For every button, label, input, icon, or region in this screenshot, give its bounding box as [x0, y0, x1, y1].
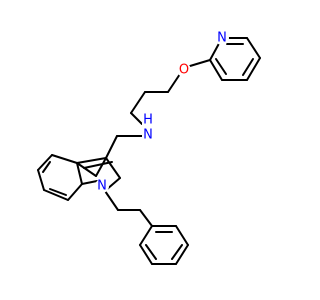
atom-label-h-amine: H [143, 113, 153, 128]
atom-label-o-ether: O [179, 63, 189, 78]
atom-label-n-amine: N [143, 128, 153, 143]
atom-indole-nitrogen: N [95, 179, 109, 194]
bond [42, 161, 51, 173]
bond [49, 188, 67, 196]
bond [67, 183, 83, 201]
atom-ether-oxygen: O [177, 63, 191, 78]
bond [37, 169, 45, 191]
bond [37, 154, 53, 171]
bond [209, 59, 223, 81]
bond [215, 58, 227, 75]
bond [76, 162, 83, 185]
bond [105, 135, 118, 159]
bond [104, 190, 119, 211]
bond [246, 37, 261, 59]
bond [130, 91, 146, 114]
bond [76, 157, 107, 164]
bond [139, 225, 153, 246]
bond [145, 244, 157, 260]
bond [139, 209, 153, 227]
bond [81, 180, 98, 185]
bond [246, 57, 261, 81]
bond [167, 73, 181, 93]
bond [76, 162, 97, 177]
bond [105, 157, 121, 179]
bond [43, 189, 69, 201]
atom-label-n-indole: N [97, 179, 107, 194]
atom-pyridine-nitrogen: N [215, 31, 229, 46]
molecule-structure-diagram: N O H N N [37, 31, 261, 265]
bond [83, 161, 113, 169]
atom-label-n-pyridine: N [217, 31, 227, 46]
bond [95, 157, 107, 177]
bond [139, 244, 153, 265]
bond [189, 59, 211, 67]
bond [171, 244, 183, 260]
bond [51, 154, 78, 164]
bond [175, 225, 189, 246]
bond [130, 112, 143, 125]
bond [242, 58, 254, 76]
atom-amine-nitrogen: H N [142, 113, 155, 143]
benzyl-group [104, 190, 189, 265]
indole-benzene-ring [37, 154, 98, 201]
ethoxy-ethylamine-chain [105, 59, 211, 159]
pyridine-ring [209, 37, 261, 81]
bond [175, 244, 189, 265]
